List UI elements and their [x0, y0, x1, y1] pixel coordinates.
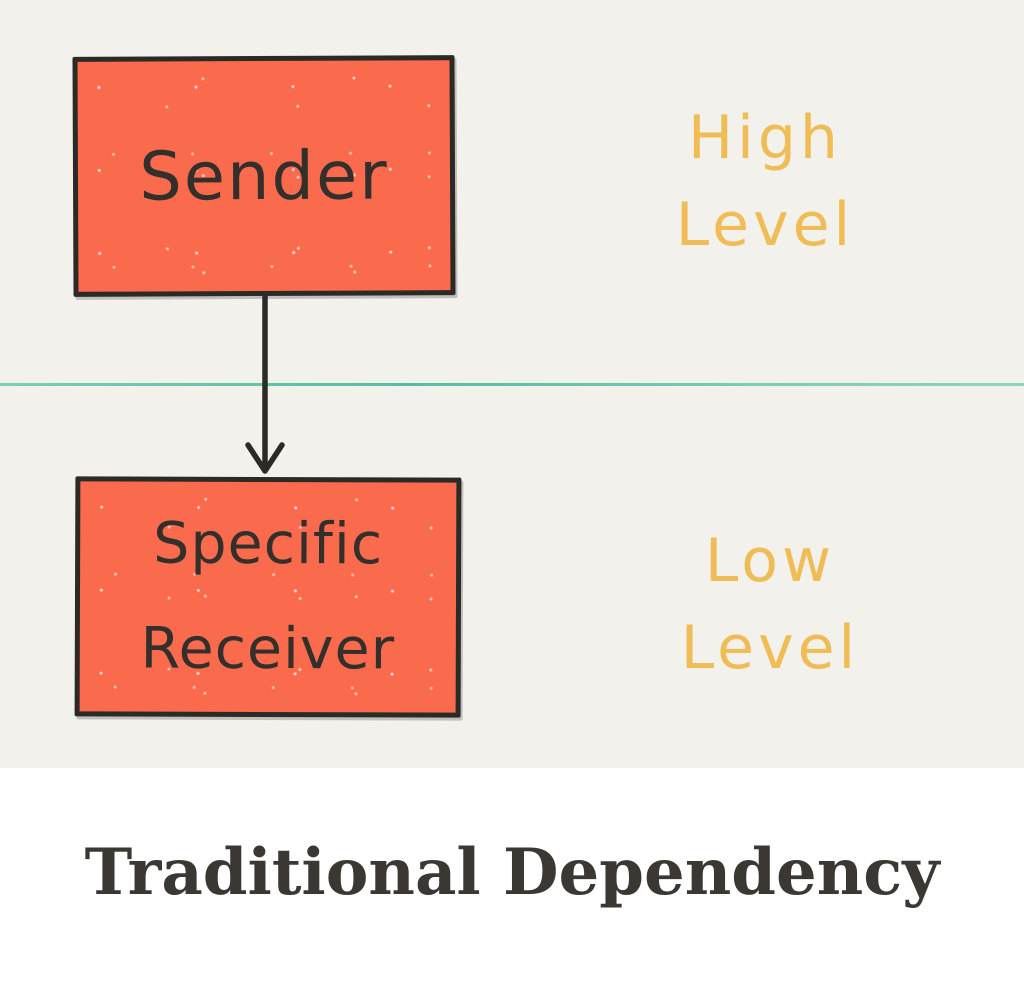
receiver-label-line2: Receiver: [140, 615, 396, 683]
dependency-arrow-icon: [245, 294, 285, 474]
high-level-label: High Level: [615, 95, 915, 269]
diagram-area: Sender High Level Specific Receiver Low …: [0, 0, 1024, 768]
sender-label: Sender: [139, 136, 389, 216]
sender-box: Sender: [72, 55, 456, 297]
low-level-line2: Level: [680, 613, 860, 683]
receiver-box: Specific Receiver: [74, 476, 462, 718]
low-level-label: Low Level: [620, 518, 920, 692]
low-level-line1: Low: [704, 526, 836, 596]
high-level-line1: High: [688, 103, 842, 173]
high-level-line2: Level: [675, 190, 855, 260]
diagram-title: Traditional Dependency: [84, 835, 940, 910]
level-divider-line: [0, 383, 1024, 386]
receiver-label-line1: Specific: [153, 510, 384, 578]
caption-area: Traditional Dependency: [0, 768, 1024, 983]
